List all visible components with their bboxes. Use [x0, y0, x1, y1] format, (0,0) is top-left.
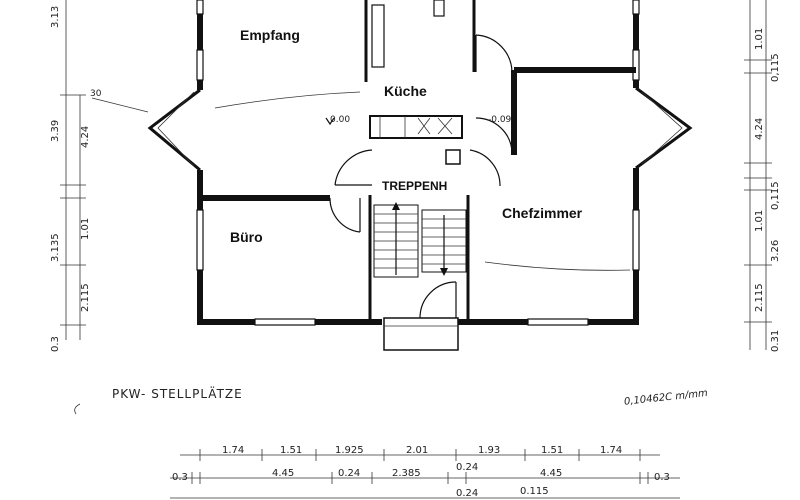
level-marker-0-00: 0.00 — [330, 115, 350, 125]
dim-row3-0-115: 0.115 — [520, 486, 549, 497]
staircase — [373, 202, 467, 278]
angle-mark: 30 — [90, 89, 102, 99]
windows — [196, 0, 640, 326]
right-dim-0-115-mid: 0,115 — [770, 181, 781, 210]
room-label-empfang: Empfang — [240, 27, 300, 43]
exterior-walls — [147, 0, 693, 325]
room-label-chefzimmer: Chefzimmer — [502, 205, 583, 221]
right-dim-2-115: 2.115 — [754, 283, 765, 312]
parking-label: PKW- STELLPLÄTZE — [112, 386, 243, 401]
dim-row1-1-51-left: 1.51 — [280, 445, 302, 456]
left-dim-2-115: 2.115 — [80, 283, 91, 312]
left-dimension-strip: 3.13 4.24 3.39 1.01 3.135 2.115 0.3 — [50, 0, 91, 352]
dim-row1-1-93: 1.93 — [478, 445, 500, 456]
dim-row2-0-24-left: 0.24 — [338, 468, 360, 479]
scale-note: 0,10462C m/mm — [624, 388, 709, 408]
room-label-treppenhaus: TREPPENH — [382, 179, 447, 193]
dim-row1-1-51-right: 1.51 — [541, 445, 563, 456]
bottom-dimension-row-3: 0.24 0.115 — [170, 486, 680, 499]
dim-row2-2-385: 2.385 — [392, 468, 421, 479]
right-dim-3-26: 3.26 — [770, 240, 781, 262]
right-dim-0-31: 0.31 — [770, 330, 781, 352]
left-dim-4-24: 4.24 — [80, 126, 91, 148]
left-dim-3-13: 3.13 — [50, 6, 61, 28]
dim-row1-1-925: 1.925 — [335, 445, 364, 456]
left-dim-1-01: 1.01 — [80, 218, 91, 240]
right-dim-1-01-top: 1.01 — [754, 28, 765, 50]
level-triangle-icon — [325, 117, 335, 126]
right-dim-4-24: 4.24 — [754, 118, 765, 140]
interior-walls — [200, 0, 636, 322]
right-dim-0-115-top: 0,115 — [770, 53, 781, 82]
bottom-dimension-row-1: 1.74 1.51 1.925 2.01 1.93 1.51 1.74 — [180, 445, 660, 461]
bottom-dimension-row-2: 0.3 4.45 0.24 2.385 0.24 4.45 0.3 — [170, 462, 680, 484]
sketch-lines — [91, 91, 631, 271]
dim-row1-1-74-left: 1.74 — [222, 445, 244, 456]
room-label-kueche: Küche — [384, 83, 427, 99]
left-dim-3-39: 3.39 — [50, 120, 61, 142]
right-dimension-strip: 1.01 0,115 4.24 0,115 1.01 3.26 2.115 0.… — [744, 0, 781, 352]
dim-row2-0-3-right: 0.3 — [654, 472, 670, 483]
right-dim-1-01-mid: 1.01 — [754, 210, 765, 232]
dim-row2-0-3-left: 0.3 — [172, 472, 188, 483]
dim-row2-0-24-mid: 0.24 — [456, 462, 478, 473]
dim-row1-2-01: 2.01 — [406, 445, 428, 456]
parking-curve-mark — [74, 403, 81, 415]
dim-row2-4-45-left: 4.45 — [272, 468, 294, 479]
level-marker-minus-0-09: -0.09 — [488, 115, 512, 125]
dim-row3-0-24: 0.24 — [456, 488, 478, 499]
room-label-buero: Büro — [230, 229, 263, 245]
left-dim-0-3: 0.3 — [50, 336, 61, 352]
doors — [329, 34, 513, 351]
dim-row1-1-74-right: 1.74 — [600, 445, 622, 456]
left-dim-3-135: 3.135 — [50, 233, 61, 262]
dim-row2-4-45-right: 4.45 — [540, 468, 562, 479]
